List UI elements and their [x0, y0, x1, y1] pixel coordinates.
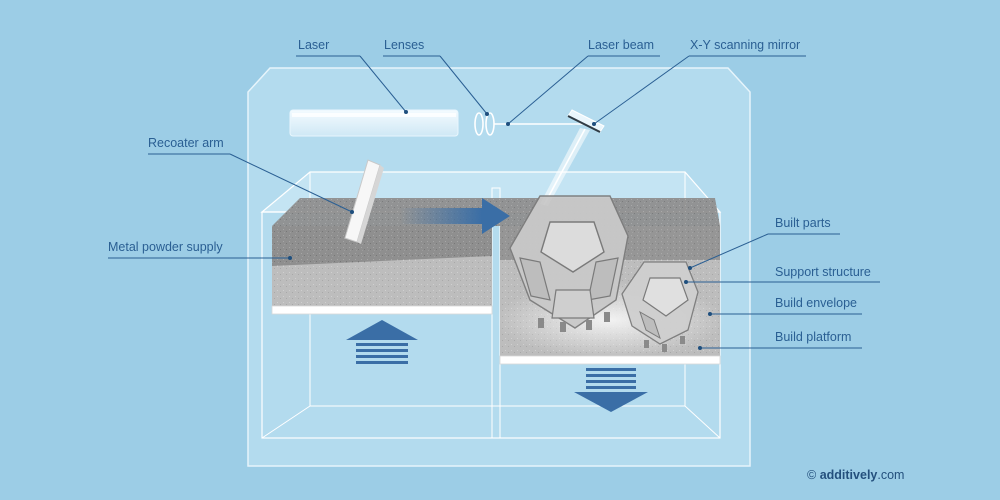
labels: Laser Lenses Laser beam X-Y scanning mir…: [108, 38, 871, 344]
build-down-arrow: [574, 368, 648, 412]
label-laser-beam: Laser beam: [588, 38, 654, 52]
recoater-arm-graphic: [344, 159, 384, 244]
lens-1: [474, 112, 484, 136]
label-lenses: Lenses: [384, 38, 424, 52]
label-laser: Laser: [298, 38, 329, 52]
label-metal-powder-supply: Metal powder supply: [108, 240, 223, 254]
label-build-envelope: Build envelope: [775, 296, 857, 310]
credit-brand: additively: [820, 468, 878, 482]
label-build-platform: Build platform: [775, 330, 851, 344]
label-built-parts: Built parts: [775, 216, 831, 230]
copyright-symbol: ©: [807, 468, 817, 482]
supply-platform: [271, 305, 493, 315]
supply-up-arrow: [346, 320, 418, 364]
built-part-small: [621, 261, 699, 352]
powder-supply-floor: [272, 256, 492, 306]
leader-lines: [108, 55, 880, 350]
credit-line: © additively.com: [807, 468, 904, 482]
built-part-large: [509, 195, 629, 332]
label-scanning-mirror: X-Y scanning mirror: [690, 38, 800, 52]
laser-system: [289, 109, 605, 206]
build-platform-plate: [499, 355, 721, 365]
credit-suffix: .com: [877, 468, 904, 482]
label-support-structure: Support structure: [775, 265, 871, 279]
label-recoater-arm: Recoater arm: [148, 136, 224, 150]
recoat-push-arrow: [400, 198, 510, 234]
